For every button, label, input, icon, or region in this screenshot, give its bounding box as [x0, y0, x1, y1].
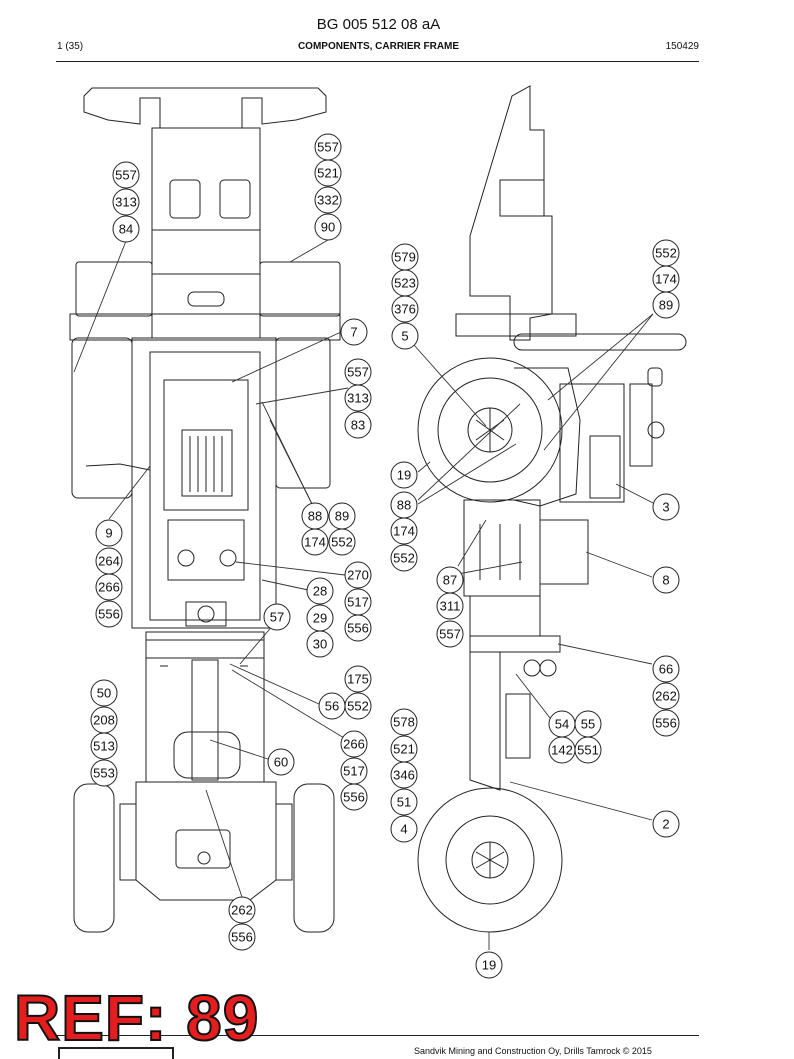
callout-label: 142: [551, 743, 573, 758]
callout-label: 579: [394, 250, 416, 265]
callout-label: 175: [347, 672, 369, 687]
callout-label: 523: [394, 276, 416, 291]
callout-label: 517: [347, 595, 369, 610]
callout-label: 557: [439, 627, 461, 642]
callout-label: 208: [93, 713, 115, 728]
callout-label: 54: [555, 717, 569, 732]
callout-label: 266: [98, 580, 120, 595]
callout-label: 88: [397, 498, 411, 513]
callout-label: 556: [231, 930, 253, 945]
callout-label: 51: [397, 795, 411, 810]
callout-label: 60: [274, 755, 288, 770]
callout-label: 552: [347, 699, 369, 714]
callout-label: 66: [659, 662, 673, 677]
callout-label: 57: [270, 610, 284, 625]
callout-label: 174: [393, 524, 415, 539]
callout-label: 552: [655, 246, 677, 261]
callout-label: 87: [443, 573, 457, 588]
callout-label: 89: [659, 298, 673, 313]
callout-label: 56: [325, 699, 339, 714]
callout-label: 313: [347, 391, 369, 406]
page-number: 1 (35): [57, 41, 84, 52]
callout-label: 262: [231, 903, 253, 918]
callout-label: 5: [401, 329, 408, 344]
callout-label: 578: [393, 715, 415, 730]
callout-label: 266: [343, 737, 365, 752]
callout-label: 3: [662, 500, 669, 515]
sandvik-logo: [58, 1047, 174, 1059]
callout-label: 332: [317, 193, 339, 208]
callout-label: 174: [304, 535, 326, 550]
callout-label: 551: [577, 743, 599, 758]
callout-label: 556: [347, 621, 369, 636]
callout-label: 557: [115, 168, 137, 183]
callout-label: 8: [662, 573, 669, 588]
callout-label: 376: [394, 302, 416, 317]
callout-label: 19: [482, 958, 496, 973]
callout-label: 19: [397, 468, 411, 483]
callout-label: 28: [313, 584, 327, 599]
callout-label: 83: [351, 418, 365, 433]
callout-label: 311: [440, 599, 461, 614]
callout-label: 521: [393, 742, 415, 757]
footer-copyright: Sandvik Mining and Construction Oy, Dril…: [414, 1046, 652, 1056]
callout-label: 556: [655, 716, 677, 731]
callout-label: 89: [335, 509, 349, 524]
callout-label: 521: [317, 166, 339, 181]
callout-label: 9: [105, 526, 112, 541]
callout-label: 556: [98, 607, 120, 622]
side-view-machine: [417, 85, 687, 933]
ref-label: REF: 89: [13, 982, 260, 1054]
callout-label: 313: [115, 195, 137, 210]
callout-label: 262: [655, 689, 677, 704]
page-title: COMPONENTS, CARRIER FRAME: [297, 41, 460, 52]
callout-label: 264: [98, 554, 120, 569]
callout-label: 30: [313, 637, 327, 652]
callout-label: 88: [308, 509, 322, 524]
callout-label: 557: [317, 140, 339, 155]
callout-label: 517: [343, 764, 365, 779]
callout-label: 552: [393, 551, 415, 566]
callout-label: 90: [321, 220, 335, 235]
top-view-machine: [69, 87, 341, 933]
callout-label: 346: [393, 768, 415, 783]
callout-label: 513: [93, 739, 115, 754]
callout-label: 55: [581, 717, 595, 732]
callout-label: 174: [655, 272, 677, 287]
callout-label: 553: [93, 766, 115, 781]
header-rule: [56, 61, 699, 62]
callout-label: 556: [343, 790, 365, 805]
callout-label: 270: [347, 568, 369, 583]
callout-label: 7: [350, 325, 357, 340]
callout-label: 552: [331, 535, 353, 550]
callout-label: 2: [662, 817, 669, 832]
doc-date: 150429: [665, 41, 699, 52]
callout-label: 29: [313, 611, 327, 626]
callout-label: 84: [119, 222, 133, 237]
footer-rule: [56, 1035, 699, 1036]
callout-label: 50: [97, 686, 111, 701]
callout-label: 557: [347, 365, 369, 380]
callout-label: 4: [400, 822, 407, 837]
doc-number: BG 005 512 08 aA: [316, 16, 441, 33]
